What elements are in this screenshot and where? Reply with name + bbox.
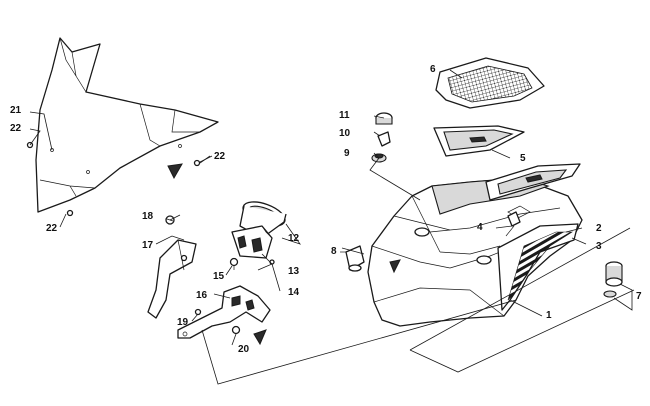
callout-22-left: 22 [10,123,22,134]
callout-22-bottom: 22 [46,223,58,234]
callout-14: 14 [288,287,300,298]
callout-19: 19 [177,317,189,328]
callout-7: 7 [636,291,642,302]
callout-13: 13 [288,266,300,277]
callout-3: 3 [596,241,602,252]
front-arrow-left [167,163,183,180]
callout-15: 15 [213,271,225,282]
callout-5: 5 [520,153,526,164]
windshield [35,37,219,213]
callout-10: 10 [339,128,351,139]
fastener-15 [229,257,239,270]
front-arrow-hood [389,259,401,274]
leader-lines [29,69,635,385]
vent-grille [435,57,545,109]
side-vent-panel [497,223,579,311]
storage-canister [603,261,623,298]
gas-cap-gasket [377,131,391,147]
callout-18: 18 [142,211,154,222]
fastener-14 [269,259,275,265]
callout-4: 4 [477,222,483,233]
fastener-20 [231,325,241,335]
air-intake-trim [433,125,525,157]
callout-12: 12 [288,233,300,244]
hood-assembly [367,177,583,327]
ignition-switch [340,245,365,272]
side-trim-strip [485,163,581,201]
callout-9: 9 [344,148,350,159]
callout-8: 8 [331,246,337,257]
callout-11: 11 [339,110,350,121]
callout-17: 17 [142,240,154,251]
callout-2: 2 [596,223,602,234]
windshield-screw-bottom [66,209,74,217]
callout-1: 1 [546,310,552,321]
bracket-lower [177,285,271,339]
callout-16: 16 [196,290,208,301]
callout-20: 20 [238,344,250,355]
fastener-19 [194,308,202,316]
callout-21: 21 [10,105,22,116]
front-arrow-bracket [253,329,267,346]
callout-22-right: 22 [214,151,226,162]
callout-6: 6 [430,64,436,75]
vent-bracket-4 [505,211,521,237]
bracket-small-rear [147,239,197,319]
gauge-mount-bracket [231,225,273,259]
gas-cap [375,112,393,125]
